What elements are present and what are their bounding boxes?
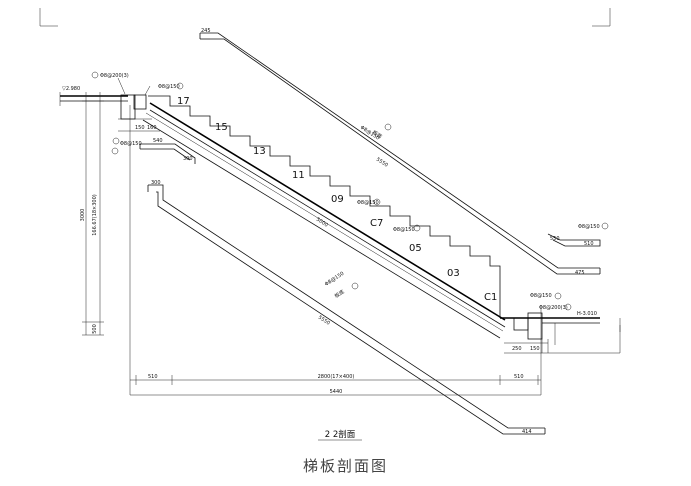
step-13: 13 <box>253 146 266 157</box>
step-c1: C1 <box>484 292 497 303</box>
dim-bottom-total: 5440 <box>330 389 343 395</box>
dim-300-a: 300 <box>183 156 193 162</box>
label-top-mid: Φ8@150 <box>158 84 180 90</box>
dim-bottom-middle: 2800(17×400) <box>318 374 355 380</box>
step-15: 15 <box>215 122 228 133</box>
dim-3000: 3000 <box>80 209 86 222</box>
label-main-top-sub: 板面 <box>371 129 383 140</box>
figure-caption: 梯板剖面图 <box>302 457 388 475</box>
dim-500: 500 <box>92 324 98 334</box>
rebar-labels: Φ8@200(3) Φ8@150 Φ8@150 Φ8@150 Φ8@150 Φ8… <box>100 73 600 311</box>
dim-main-5550: 5550 <box>375 157 389 169</box>
bar-detail-right-short: 510 550 <box>547 233 601 247</box>
label-right-a: Φ8@150 <box>530 293 552 299</box>
upper-landing <box>59 92 160 132</box>
lower-landing <box>500 305 621 395</box>
dim-mid-5000: 5000 <box>315 217 329 229</box>
step-c7: C7 <box>370 218 383 229</box>
page-corner-marks <box>39 8 611 27</box>
stair-steps <box>148 95 501 318</box>
level-upper: ▽2.980 <box>62 86 80 92</box>
label-mid-a: Φ8@150 <box>357 200 379 206</box>
label-right-b: Φ8@200(3) <box>539 305 568 311</box>
label-mid-b: Φ8@150 <box>393 227 415 233</box>
dim-300-b: 300 <box>151 180 161 186</box>
left-vertical-dimensions: 3000 166.67(18×300) 500 <box>80 92 131 395</box>
dim-414: 414 <box>522 429 532 435</box>
label-bottom-bar: Φ8@150 <box>324 271 345 288</box>
step-09: 09 <box>331 194 344 205</box>
step-05: 05 <box>409 243 422 254</box>
dim-250-right: 250 <box>512 346 522 352</box>
dim-160-left: 160 <box>147 125 157 131</box>
dim-steps-height: 166.67(18×300) <box>92 194 98 236</box>
label-left-a: Φ8@150 <box>120 141 142 147</box>
dim-150-left: 150 <box>135 125 145 131</box>
dim-150-right: 150 <box>530 346 540 352</box>
step-17: 17 <box>177 96 190 107</box>
stair-slab <box>142 102 506 339</box>
step-03: 03 <box>447 268 460 279</box>
dim-550-hook: 550 <box>550 236 560 242</box>
rebar-circle-marks <box>91 71 609 311</box>
dim-bottom-510-right: 510 <box>514 374 524 380</box>
label-right-top: Φ8@150 <box>578 224 600 230</box>
dim-bottom-510-left: 510 <box>148 374 158 380</box>
bar-detail-bottom: 300 414 5550 Φ8@150 板底 <box>147 180 546 435</box>
dim-475: 475 <box>575 270 585 276</box>
step-11: 11 <box>292 170 305 181</box>
dim-540: 540 <box>153 138 163 144</box>
dim-bottom-5550: 5550 <box>317 315 331 327</box>
level-lower: H-3.010 <box>577 311 597 317</box>
section-title: 2 2剖面 <box>325 429 356 440</box>
step-number-labels: 17 15 13 11 09 C7 05 03 C1 <box>177 96 497 303</box>
dim-510-bar: 510 <box>584 241 594 247</box>
bottom-dimensions: 510 2800(17×400) 510 5440 <box>130 374 541 396</box>
dim-245: 245 <box>201 28 211 34</box>
label-top-left: Φ8@200(3) <box>100 73 129 79</box>
bar-detail-left-short: 540 300 <box>139 138 196 164</box>
label-bottom-bar-sub: 板底 <box>333 288 345 299</box>
